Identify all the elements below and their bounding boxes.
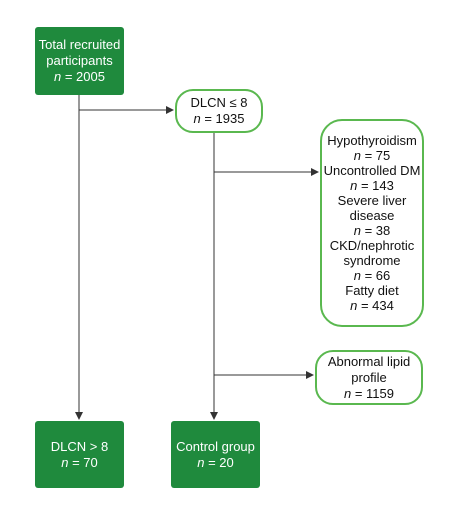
total-recruited-box: Total recruited participants n = 2005 xyxy=(35,27,124,95)
dlcn-le8-box: DLCN ≤ 8 n = 1935 xyxy=(175,89,263,133)
control-group-box: Control group n = 20 xyxy=(171,421,260,488)
exclusion-dm-count: n = 143 xyxy=(350,178,394,193)
exclusion-ckd-label2: syndrome xyxy=(343,253,401,268)
exclusion-fatty-diet-label: Fatty diet xyxy=(345,283,399,298)
dlcn-gt8-count: n = 70 xyxy=(61,454,98,470)
exclusion-dm-label: Uncontrolled DM xyxy=(323,163,421,178)
dlcn-gt8-label: DLCN > 8 xyxy=(50,438,109,454)
exclusion-fatty-diet-count: n = 434 xyxy=(350,298,394,313)
exclusion-ckd-label: CKD/nephrotic xyxy=(329,238,415,253)
total-count: n = 2005 xyxy=(54,69,105,84)
exclusion-liver-label: Severe liver xyxy=(337,193,407,208)
dlcn-gt8-box: DLCN > 8 n = 70 xyxy=(35,421,124,488)
abnormal-lipid-box: Abnormal lipid profile n = 1159 xyxy=(315,350,423,405)
exclusion-liver-count: n = 38 xyxy=(353,223,391,238)
abnormal-line1: Abnormal lipid xyxy=(327,353,411,369)
control-label: Control group xyxy=(176,438,255,454)
dlcn-le8-label: DLCN ≤ 8 xyxy=(190,95,248,110)
exclusion-hypothyroidism-count: n = 75 xyxy=(353,148,391,163)
exclusions-box: Hypothyroidism n = 75 Uncontrolled DM n … xyxy=(320,119,424,327)
dlcn-le8-count: n = 1935 xyxy=(193,111,245,126)
abnormal-count: n = 1159 xyxy=(343,385,394,401)
control-count: n = 20 xyxy=(197,454,234,470)
abnormal-line2: profile xyxy=(351,369,387,385)
total-line2: participants xyxy=(46,53,113,68)
exclusion-liver-label2: disease xyxy=(349,208,395,223)
total-line1: Total recruited xyxy=(38,37,121,52)
exclusion-hypothyroidism-label: Hypothyroidism xyxy=(327,133,417,148)
exclusion-ckd-count: n = 66 xyxy=(353,268,391,283)
